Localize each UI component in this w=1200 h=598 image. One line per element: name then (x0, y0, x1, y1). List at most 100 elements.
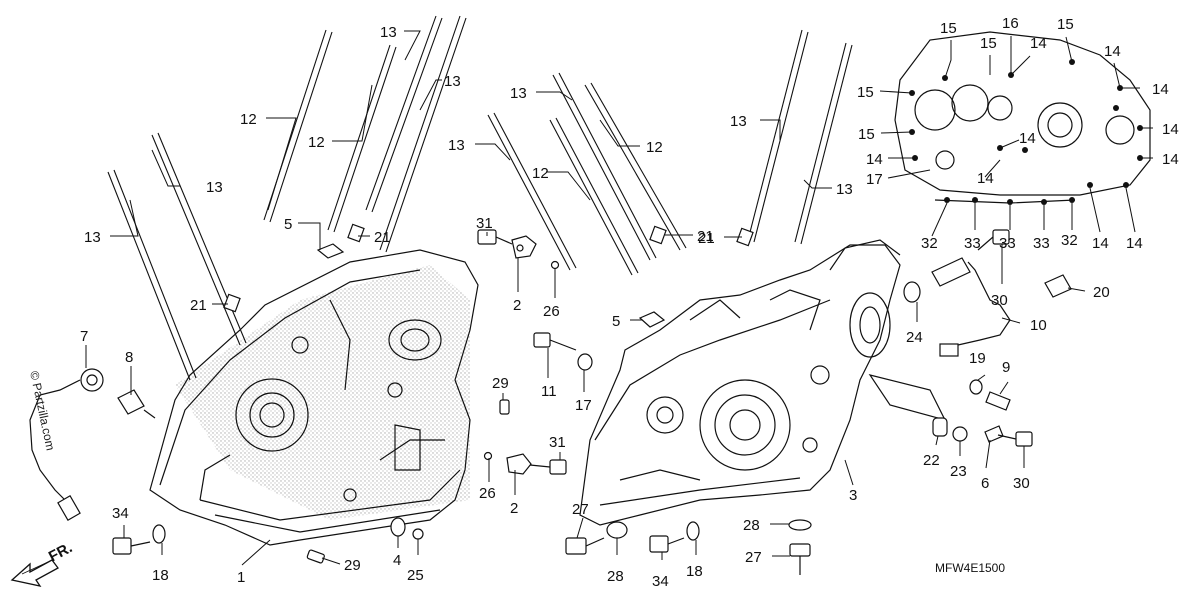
washer-17[interactable] (577, 353, 593, 371)
speed-sensor-7[interactable] (29, 368, 104, 521)
callout-14-h: 14 (977, 170, 994, 187)
callout-26-a: 26 (543, 303, 560, 320)
callout-13-a: 13 (380, 24, 397, 41)
diagram-code: MFW4E1500 (935, 561, 1005, 575)
callout-13-b: 13 (206, 179, 223, 196)
callout-29-a: 29 (492, 375, 509, 392)
bolt-34-left[interactable] (112, 537, 151, 555)
callout-9: 9 (1002, 359, 1010, 376)
washer-4[interactable] (390, 517, 406, 537)
callout-12-b: 12 (308, 134, 325, 151)
callout-13-c: 13 (84, 229, 101, 246)
callout-16: 16 (1002, 15, 1019, 32)
callout-5-a: 5 (284, 216, 292, 233)
callout-21-b: 21 (190, 297, 207, 314)
callout-18-b: 18 (686, 563, 703, 580)
callout-31-a: 31 (476, 215, 493, 232)
washer-28-lower-left[interactable] (606, 521, 628, 539)
bolt-27-lower-right[interactable] (789, 543, 811, 575)
collar-22[interactable] (932, 417, 948, 437)
callout-15-b: 15 (1057, 16, 1074, 33)
callout-18-a: 18 (152, 567, 169, 584)
seal-24[interactable] (903, 281, 921, 303)
callout-20: 20 (1093, 284, 1110, 301)
dowel-29-upper[interactable] (499, 399, 510, 415)
callout-13-g: 13 (730, 113, 747, 130)
oring-19[interactable] (969, 379, 983, 395)
callout-15-a: 15 (940, 20, 957, 37)
callout-30-a: 30 (991, 292, 1008, 309)
callout-34-a: 34 (112, 505, 129, 522)
callout-14-j: 14 (1126, 235, 1143, 252)
callout-29-b: 29 (344, 557, 361, 574)
switch-9[interactable] (985, 391, 1011, 411)
washer-26-lower[interactable] (483, 451, 493, 461)
bolt-34-right[interactable] (649, 535, 685, 553)
sensor-10[interactable] (931, 257, 1011, 357)
callout-24: 24 (906, 329, 923, 346)
nut-25[interactable] (412, 528, 424, 540)
callout-28-b: 28 (743, 517, 760, 534)
callout-15-c: 15 (980, 35, 997, 52)
callout-14-b: 14 (1104, 43, 1121, 60)
callout-31-b: 31 (549, 434, 566, 451)
callout-27-a: 27 (572, 501, 589, 518)
shaft-housing[interactable] (868, 374, 947, 421)
dowel-pins[interactable] (223, 223, 754, 313)
callout-26-b: 26 (479, 485, 496, 502)
bracket-2-lower[interactable] (506, 453, 532, 475)
callout-14-c: 14 (1152, 81, 1169, 98)
callout-12-a: 12 (240, 111, 257, 128)
stud-group-right[interactable] (487, 29, 853, 276)
callout-3: 3 (849, 487, 857, 504)
bolt-30-lower[interactable] (997, 431, 1033, 447)
callout-12-c: 12 (646, 139, 663, 156)
inset-crankcase-bolt-layout[interactable] (894, 31, 1151, 205)
right-crankcase-half[interactable] (579, 239, 901, 526)
washer-18-left[interactable] (152, 524, 166, 544)
callout-28-a: 28 (607, 568, 624, 585)
callout-7: 7 (80, 328, 88, 345)
left-crankcase-half[interactable] (149, 249, 479, 546)
washer-28-lower-right[interactable] (788, 519, 812, 531)
callout-14-i: 14 (1092, 235, 1109, 252)
bolt-31-lower[interactable] (529, 459, 567, 475)
callout-14-a: 14 (1030, 35, 1047, 52)
nut-23[interactable] (952, 426, 968, 442)
bolt-27-lower-left[interactable] (565, 537, 605, 555)
callout-19: 19 (969, 350, 986, 367)
callout-23: 23 (950, 463, 967, 480)
callout-34-b: 34 (652, 573, 669, 590)
clip-20[interactable] (1044, 274, 1072, 298)
callout-6: 6 (981, 475, 989, 492)
bolt-30-upper[interactable] (977, 229, 1010, 251)
bracket-6[interactable] (984, 425, 1004, 443)
callout-5-b: 5 (612, 313, 620, 330)
callout-1: 1 (237, 569, 245, 586)
callout-11: 11 (541, 383, 557, 400)
bolt-31-upper[interactable] (477, 229, 513, 245)
callout-32-a: 32 (921, 235, 938, 252)
bracket-2-upper[interactable] (511, 235, 537, 259)
oil-jets[interactable] (316, 243, 666, 328)
callout-4: 4 (393, 552, 401, 569)
washer-26-upper[interactable] (550, 260, 560, 270)
callout-30-b: 30 (1013, 475, 1030, 492)
dowel-29-lower[interactable] (306, 549, 325, 564)
washer-18-right[interactable] (686, 521, 700, 541)
callout-2-b: 2 (510, 500, 518, 517)
callout-21-c: 21 (698, 230, 715, 247)
front-direction-arrow: FR. (10, 539, 75, 587)
callout-14-d: 14 (1019, 130, 1036, 147)
callouts: 12 13 13 12 13 13 5 21 21 7 8 31 2 26 11… (80, 15, 1179, 590)
callout-15-d: 15 (857, 84, 874, 101)
callout-21-a: 21 (374, 229, 391, 246)
callout-27-b: 27 (745, 549, 762, 566)
neutral-switch-8[interactable] (117, 389, 156, 419)
callout-13-d: 13 (444, 73, 461, 90)
callout-33-b: 33 (999, 235, 1016, 252)
callout-17-a: 17 (575, 397, 592, 414)
bolt-11[interactable] (533, 332, 577, 351)
callout-15-e: 15 (858, 126, 875, 143)
